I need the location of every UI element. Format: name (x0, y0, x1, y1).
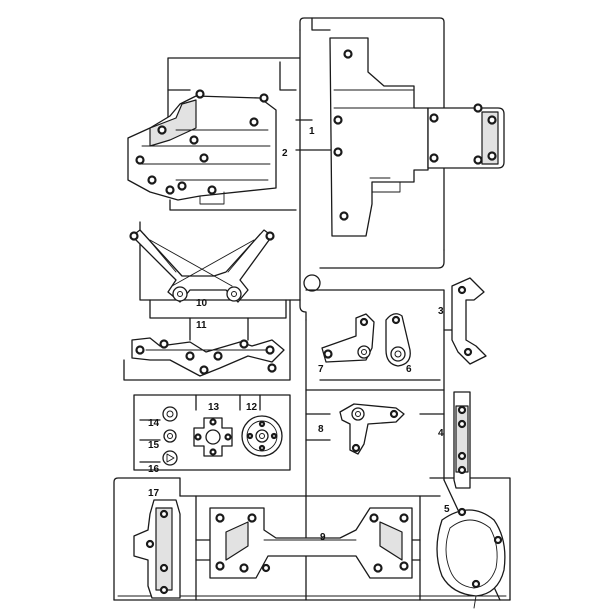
part-17-side-frame (133, 499, 181, 599)
callout-5: 5 (444, 504, 450, 515)
part-3-bracket (451, 277, 487, 365)
part-12-gear (241, 415, 283, 457)
part-16-cap (162, 450, 178, 466)
part-2-gear-case (127, 89, 277, 205)
part-11-beam (131, 337, 285, 377)
callout-3: 3 (438, 306, 444, 317)
callout-8: 8 (318, 424, 324, 435)
callout-4: 4 (438, 428, 444, 439)
callout-13: 13 (208, 402, 220, 413)
part-13-cross-hub (193, 417, 233, 457)
callout-1: 1 (309, 126, 315, 137)
callout-12: 12 (246, 402, 258, 413)
part-4-strip (453, 391, 471, 489)
callout-6: 6 (406, 364, 412, 375)
callout-14: 14 (148, 418, 160, 429)
callout-10: 10 (196, 298, 208, 309)
callout-7: 7 (318, 364, 324, 375)
part-9-lower-plate (209, 507, 413, 579)
part-14-washer (162, 406, 178, 422)
part-1-plate (329, 37, 505, 237)
callout-11: 11 (196, 320, 207, 331)
callout-15: 15 (148, 440, 160, 451)
callout-16: 16 (148, 464, 160, 475)
part-8-bellcrank (339, 403, 405, 455)
part-15-washer (163, 429, 177, 443)
callout-9: 9 (320, 532, 326, 543)
part-10-x-brace (129, 229, 275, 303)
part-5-round-cover (436, 507, 506, 609)
part-7-arm (321, 313, 375, 363)
callout-2: 2 (282, 148, 288, 159)
callout-17: 17 (148, 488, 160, 499)
part-6-arm (385, 313, 411, 367)
callout-labels: 1 2 3 4 5 6 7 8 9 10 11 12 13 14 15 16 1… (148, 126, 450, 543)
